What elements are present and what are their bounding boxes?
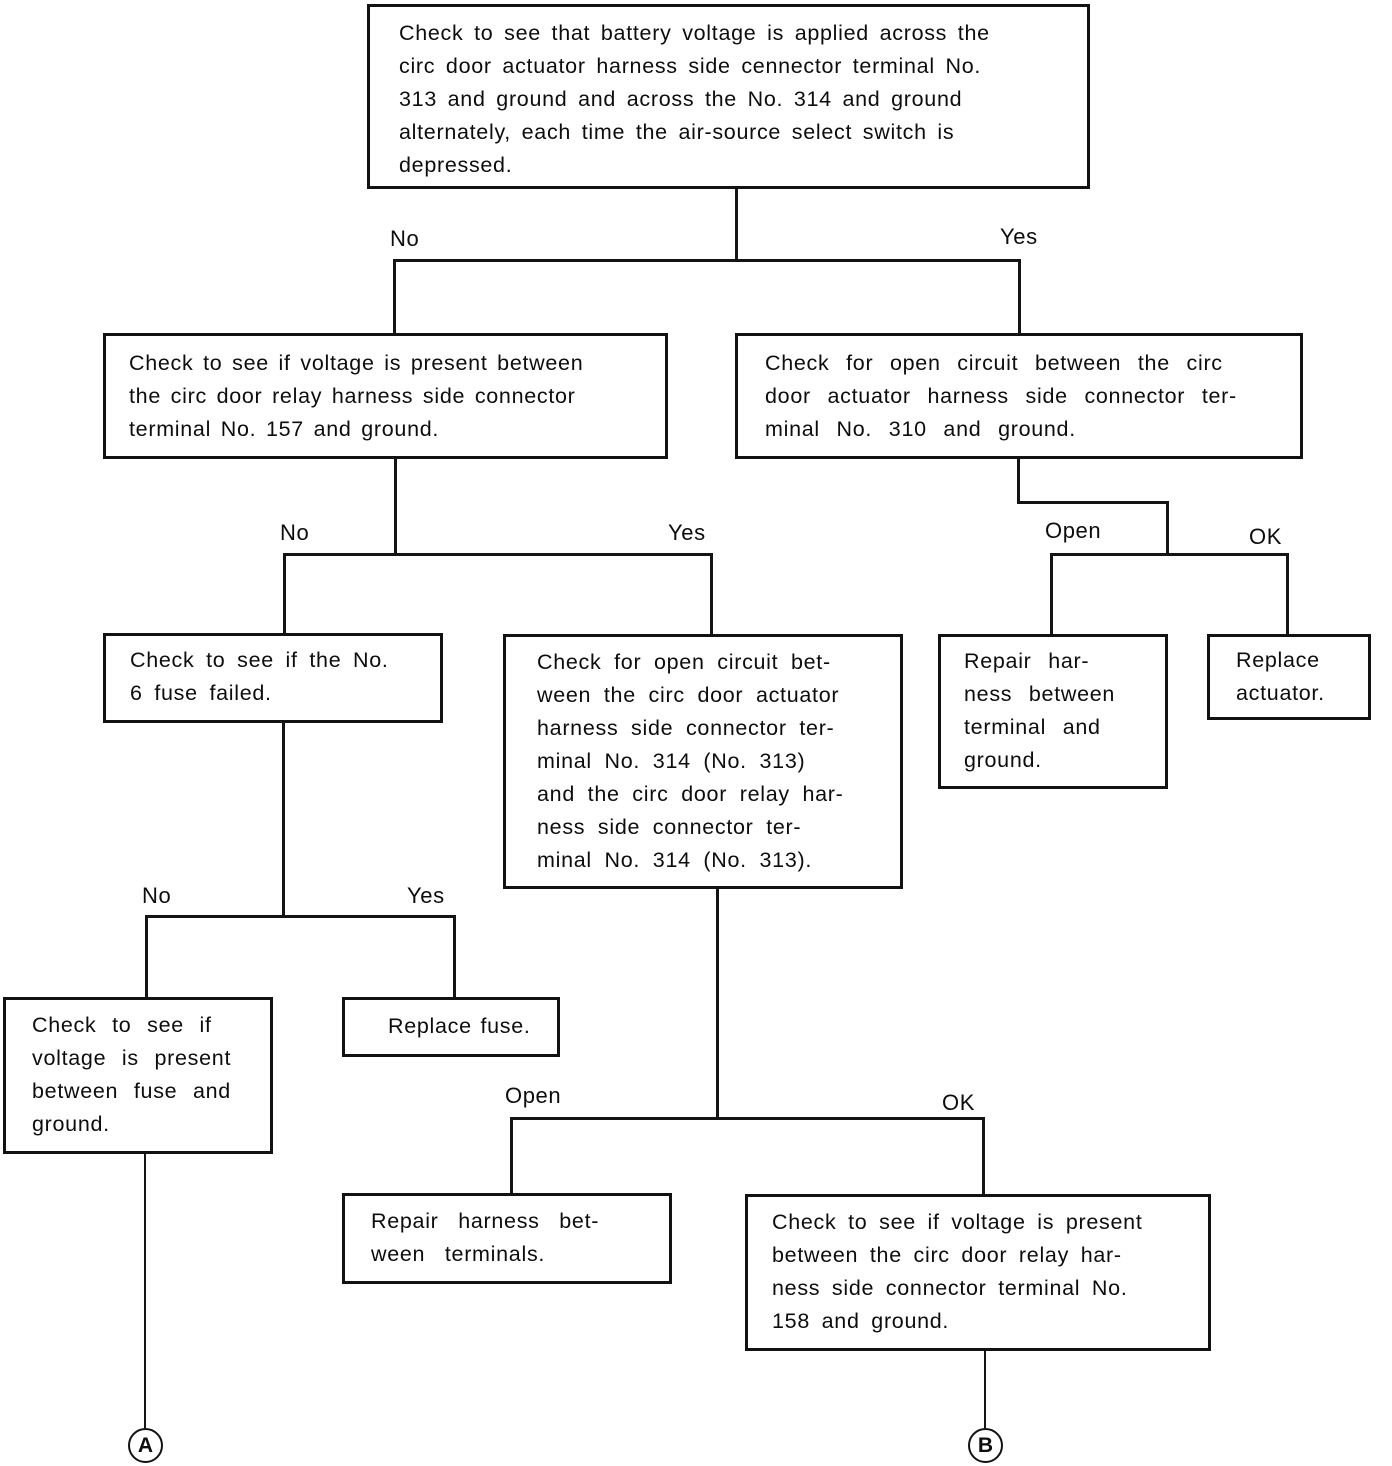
branch-label-level2-no: No [280,520,310,545]
connector-level3-mid-horizontal [510,1117,985,1120]
branch-label-level2-yes: Yes [668,520,706,545]
branch-label-level3-no: No [142,883,172,908]
flow-node-check-open-circuit-314: Check for open circuit bet- ween the cir… [503,634,903,889]
branch-label-level2-ok: OK [1249,524,1282,549]
branch-label-level3-yes: Yes [407,883,445,908]
branch-label-level3-open: Open [505,1083,562,1108]
connector-terminal-a-stem [144,1154,146,1428]
branch-label-level1-yes: Yes [1000,224,1038,249]
terminal-a: A [128,1428,163,1463]
terminal-b: B [968,1428,1003,1463]
flow-node-check-terminal-310: Check for open circuit between the circ … [735,333,1303,459]
connector-level1-horizontal [393,259,1021,262]
flow-node-replace-actuator: Replace actuator. [1207,634,1371,720]
connector-root-stem [735,189,738,262]
connector-level2-left-horizontal [283,553,713,556]
flow-node-repair-harness-ground: Repair har- ness between terminal and gr… [938,634,1168,789]
connector-level3-mid-drop-open [510,1117,513,1193]
branch-label-level2-open: Open [1045,518,1102,543]
terminal-a-label: A [137,1434,154,1457]
connector-level1-drop-yes [1018,259,1021,333]
connector-level3-left-drop-no [145,915,148,997]
flow-node-check-terminal-157: Check to see if voltage is present betwe… [103,333,668,459]
connector-level2-right-drop-open [1050,553,1053,634]
flow-node-check-fuse-6: Check to see if the No. 6 fuse failed. [103,633,443,723]
connector-fuse-stem [282,722,285,918]
connector-level3-mid-drop-ok [982,1117,985,1194]
connector-level1-drop-no [393,259,396,333]
connector-314-stem [716,888,719,1119]
connector-terminal-b-stem [984,1351,986,1428]
connector-310-jog-vertical [1166,501,1169,556]
connector-level2-right-drop-ok [1286,553,1289,634]
connector-310-stem [1017,459,1020,504]
connector-level2-left-drop-no [283,553,286,633]
flow-node-check-terminal-158: Check to see if voltage is present betwe… [745,1194,1211,1351]
connector-310-jog-horizontal [1017,501,1169,504]
connector-level2-right-horizontal [1050,553,1289,556]
flow-node-check-voltage-fuse: Check to see if voltage is present betwe… [3,997,273,1154]
connector-level3-left-horizontal [145,915,456,918]
flow-node-check-battery-voltage: Check to see that battery voltage is app… [367,4,1090,189]
connector-level2-left-drop-yes [710,553,713,634]
connector-157-stem [394,459,397,556]
branch-label-level3-ok: OK [942,1090,975,1115]
flow-node-repair-harness-terminals: Repair harness bet- ween terminals. [342,1193,672,1284]
branch-label-level1-no: No [390,226,420,251]
terminal-b-label: B [977,1434,994,1457]
connector-level3-left-drop-yes [453,915,456,997]
flow-node-replace-fuse: Replace fuse. [342,997,560,1057]
